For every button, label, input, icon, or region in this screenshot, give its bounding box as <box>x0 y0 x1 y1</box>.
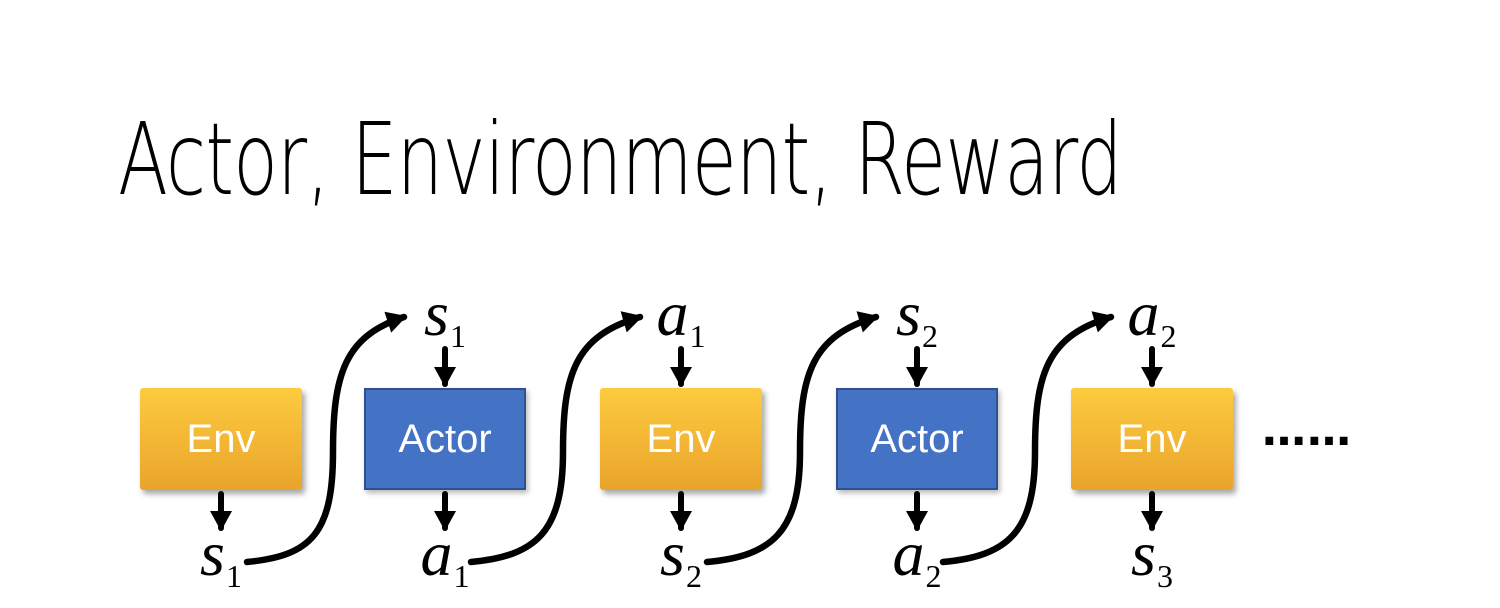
env-box-3-label: Env <box>1117 416 1187 461</box>
actor-box-1-label: Actor <box>398 416 492 461</box>
top-label-a2: a2 <box>1127 278 1177 354</box>
top-label-s1: s1 <box>424 278 466 354</box>
continuation-ellipsis: …… <box>1262 405 1352 456</box>
env-box-3: Env <box>1071 388 1233 490</box>
actor-box-2: Actor <box>836 388 998 490</box>
page-title: Actor, Environment, Reward <box>118 101 1123 218</box>
env-box-1: Env <box>140 388 302 490</box>
env-box-2: Env <box>600 388 762 490</box>
top-label-s2: s2 <box>896 278 938 354</box>
top-label-a1: a1 <box>656 278 706 354</box>
bottom-label-s2: s2 <box>660 518 702 594</box>
bottom-label-s1: s1 <box>200 518 242 594</box>
actor-box-1: Actor <box>364 388 526 490</box>
actor-box-2-label: Actor <box>870 416 964 461</box>
env-box-1-label: Env <box>186 416 256 461</box>
env-box-2-label: Env <box>646 416 716 461</box>
bottom-label-a1: a1 <box>420 518 470 594</box>
bottom-label-s3: s3 <box>1131 518 1173 594</box>
bottom-label-a2: a2 <box>892 518 942 594</box>
